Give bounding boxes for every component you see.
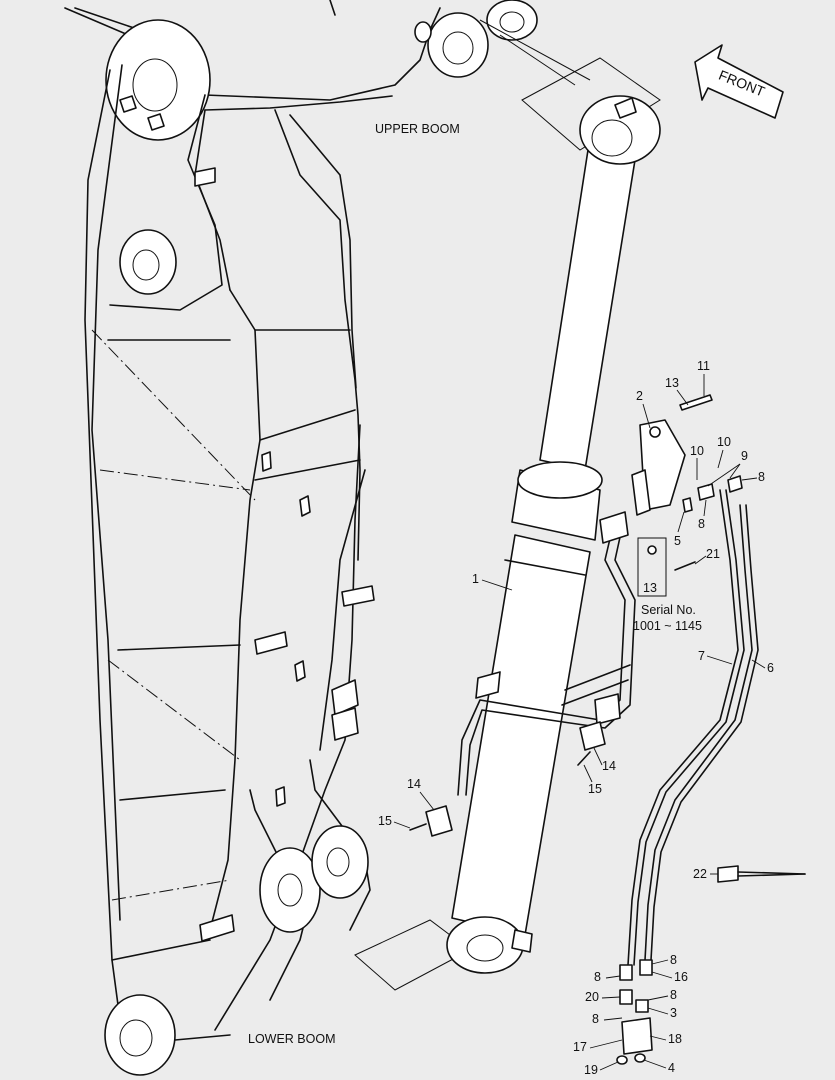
cable-tie: [717, 865, 806, 883]
callout-8b: 8: [698, 517, 705, 531]
callout-10a: 10: [690, 444, 704, 458]
front-arrow-icon: FRONT: [694, 44, 784, 119]
callout-18: 18: [668, 1032, 682, 1046]
callout-15b: 15: [588, 782, 602, 796]
callout-9: 9: [741, 449, 748, 463]
callout-13b: 13: [643, 581, 657, 595]
callout-1: 1: [472, 572, 479, 586]
valve-block: [631, 394, 743, 516]
callout-21: 21: [706, 547, 720, 561]
callout-7: 7: [698, 649, 705, 663]
callout-8e: 8: [670, 988, 677, 1002]
callout-17: 17: [573, 1040, 587, 1054]
callout-8d: 8: [594, 970, 601, 984]
callout-16: 16: [674, 970, 688, 984]
callout-6: 6: [767, 661, 774, 675]
callout-13a: 13: [665, 376, 679, 390]
cylinder-tube-lines: [457, 511, 636, 796]
bottom-fittings: [616, 959, 653, 1065]
lower-boom-label: LOWER BOOM: [248, 1032, 336, 1046]
callouts: 1 2 11 13 10 10 9 8 8 5 13 21 7 6 14 15 …: [378, 359, 774, 1077]
callout-8c: 8: [670, 953, 677, 967]
callout-14a: 14: [407, 777, 421, 791]
callout-20: 20: [585, 990, 599, 1004]
callout-8f: 8: [592, 1012, 599, 1026]
hoses: [627, 489, 759, 966]
clamps-and-bolts: [409, 561, 696, 837]
callout-4: 4: [668, 1061, 675, 1075]
callout-3: 3: [670, 1006, 677, 1020]
callout-8a: 8: [758, 470, 765, 484]
callout-5: 5: [674, 534, 681, 548]
callout-19: 19: [584, 1063, 598, 1077]
callout-11: 11: [697, 359, 710, 373]
boom-cylinder: [446, 95, 661, 974]
callout-2: 2: [636, 389, 643, 403]
serial-note-box: [637, 537, 667, 597]
serial-range: 1001 ~ 1145: [633, 619, 702, 633]
callout-22: 22: [693, 867, 707, 881]
boom-structure: [64, 0, 538, 1076]
callout-10b: 10: [717, 435, 731, 449]
upper-boom-label: UPPER BOOM: [375, 122, 460, 136]
serial-title: Serial No.: [641, 603, 696, 617]
callout-15a: 15: [378, 814, 392, 828]
callout-14b: 14: [602, 759, 616, 773]
